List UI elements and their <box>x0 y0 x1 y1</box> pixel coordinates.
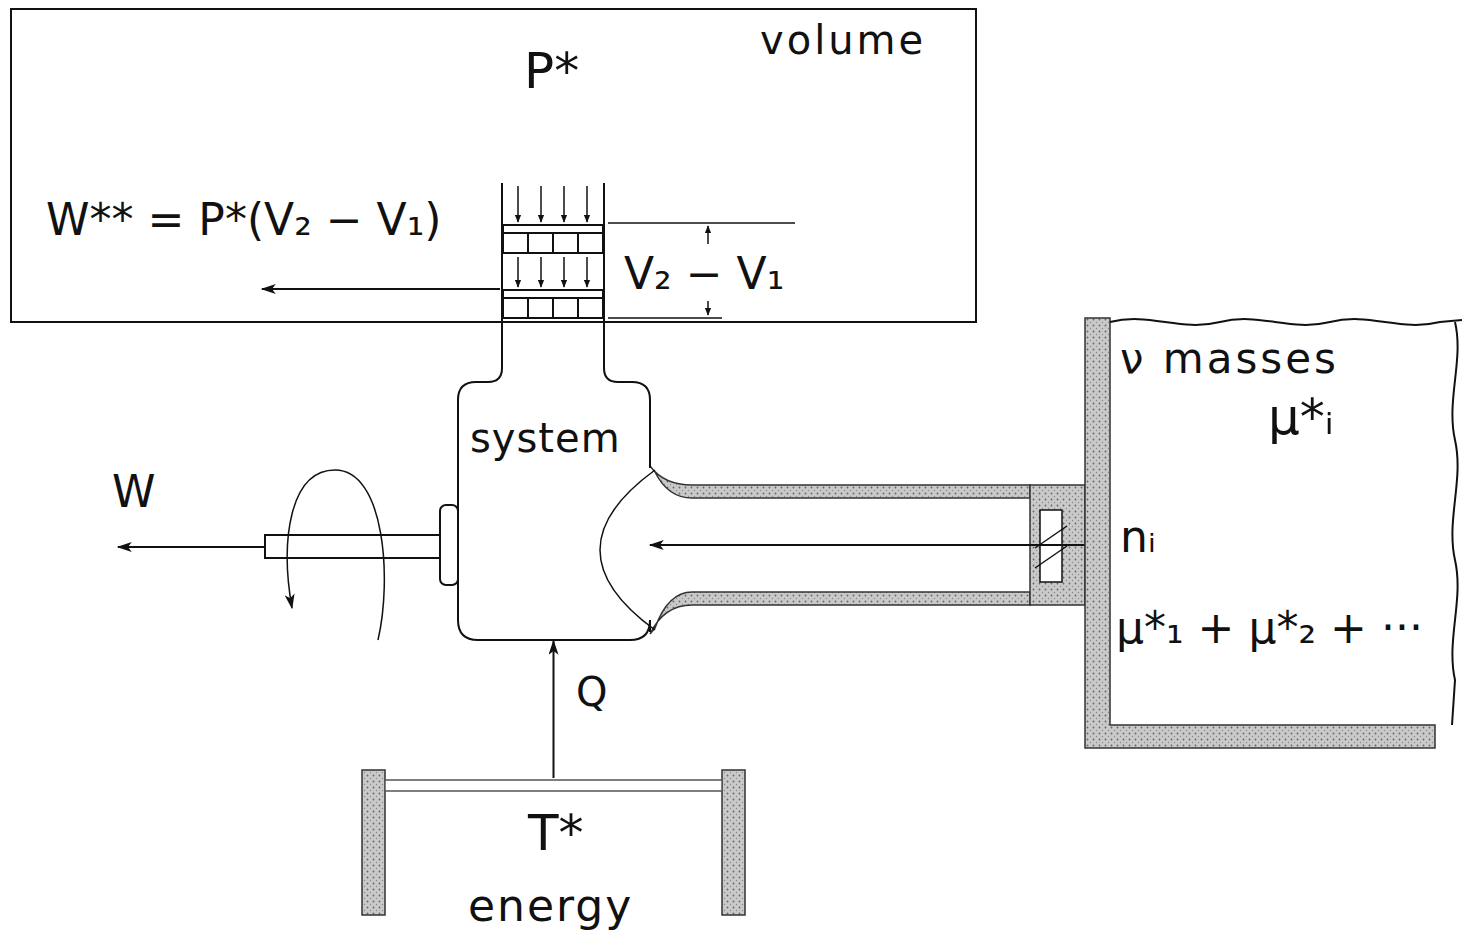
outline-path <box>1085 318 1435 748</box>
pressure-arrow <box>517 186 519 222</box>
heat-flow-arrow <box>553 641 555 778</box>
pressure-arrow <box>586 186 588 222</box>
dimension-arrow <box>707 301 709 315</box>
dimension <box>608 223 795 318</box>
pressure-arrow <box>563 257 565 287</box>
mass-reservoir: ν masses μ*ᵢ μ*₁ + μ*₂ + ··· <box>1085 305 1465 750</box>
work-formula: W** = P*(V₂ − V₁) <box>46 198 442 242</box>
pressure-arrow <box>563 186 565 222</box>
outline-path <box>458 183 650 640</box>
piston-upper <box>503 225 603 253</box>
dimension-line <box>608 222 795 224</box>
temperature-symbol: T* <box>528 808 584 858</box>
pressure-symbol: P* <box>524 46 579 96</box>
reservoir-label: ν masses <box>1120 338 1339 380</box>
chemical-potential-sum: μ*₁ + μ*₂ + ··· <box>1116 606 1423 650</box>
pipe-wall <box>650 592 1030 634</box>
piston-line <box>527 298 529 318</box>
pressure-arrow <box>586 257 588 287</box>
flow-label: nᵢ <box>1120 515 1156 559</box>
flow-label: Q <box>576 672 607 712</box>
pipe-wall <box>650 466 1030 498</box>
outline-path <box>1110 319 1462 325</box>
system-vessel: system <box>458 383 650 641</box>
mass-flow-arrow <box>650 544 1085 546</box>
dimension-line <box>608 317 722 319</box>
chemical-potential: μ*ᵢ <box>1268 392 1334 442</box>
volume-reservoir: volumeP* W** = P*(V₂ − V₁) V₂ − V₁ <box>10 8 977 323</box>
piston-line <box>577 298 579 318</box>
outline-path <box>385 780 722 791</box>
outline-path <box>362 770 385 915</box>
work-label: W <box>112 470 156 514</box>
outline-group <box>1085 318 1462 748</box>
system-label: system <box>470 418 621 458</box>
shaft-hub <box>440 505 458 585</box>
pressure-arrows <box>518 186 587 287</box>
piston-line <box>577 233 579 253</box>
pipe-mouth <box>600 470 655 630</box>
reservoir-label: energy <box>468 884 633 928</box>
work-arrow <box>262 288 500 290</box>
outline-group <box>458 183 650 640</box>
piston-line <box>552 298 554 318</box>
piston <box>503 225 603 318</box>
port-hatch <box>1035 546 1067 568</box>
pressure-arrow <box>517 257 519 287</box>
outline-path <box>722 770 745 915</box>
work-arrow <box>118 546 265 548</box>
rotation-arrow <box>287 470 384 640</box>
pressure-arrow <box>540 257 542 287</box>
energy-reservoir: T* energy <box>362 778 745 945</box>
piston-lower <box>503 290 603 318</box>
dimension-label: V₂ − V₁ <box>624 252 784 296</box>
outline-path <box>1452 322 1458 725</box>
shaft <box>265 535 440 558</box>
dimension-arrow <box>707 226 709 244</box>
piston-line <box>552 233 554 253</box>
piston-line <box>527 233 529 253</box>
reservoir-label: volume <box>760 20 926 60</box>
pressure-arrow <box>540 186 542 222</box>
